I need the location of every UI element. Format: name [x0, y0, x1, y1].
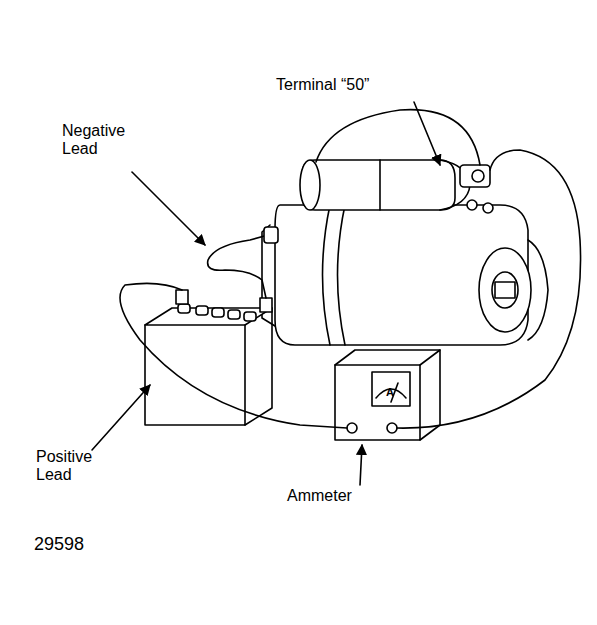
callout-label: Terminal “50” — [276, 76, 446, 94]
leader-arrows — [92, 102, 440, 485]
ammeter-meter-part — [335, 350, 440, 365]
battery-caps-part — [178, 304, 190, 313]
solenoid-part — [472, 170, 484, 182]
battery-part — [260, 298, 272, 312]
battery-caps-part — [228, 310, 240, 319]
starter-motor-part — [528, 240, 548, 340]
battery-caps-part — [196, 306, 208, 315]
battery-caps-part — [212, 308, 224, 317]
starter-motor — [262, 205, 548, 345]
battery-part — [176, 290, 188, 304]
ammeter-leader — [360, 445, 362, 485]
solenoid-part — [302, 160, 455, 210]
solenoid-part — [460, 165, 490, 187]
battery-caps — [178, 304, 256, 321]
battery-part — [245, 308, 272, 425]
callout-label: Ammeter — [287, 487, 397, 505]
battery — [145, 290, 272, 425]
solenoid — [300, 160, 493, 213]
ammeter-meter-part — [347, 423, 357, 433]
ammeter-meter-part — [372, 372, 410, 406]
starter-motor-part — [338, 205, 346, 345]
starter-motor-part — [323, 205, 331, 345]
meter-unit: A — [386, 386, 400, 399]
battery-caps-part — [244, 312, 256, 321]
solenoid-part — [483, 203, 493, 213]
battery-part — [145, 325, 245, 425]
solenoid-part — [379, 160, 381, 210]
solenoid-part — [300, 160, 320, 210]
negative-lead-wire — [208, 235, 268, 298]
positive-leader — [92, 385, 150, 450]
positive-lead-wire — [120, 283, 347, 428]
starter-motor-part — [495, 282, 515, 298]
figure-number: 29598 — [34, 534, 124, 555]
terminal-leader — [414, 102, 440, 165]
starter-motor-part — [479, 248, 531, 332]
negative-leader — [132, 172, 205, 245]
test-leads — [120, 110, 581, 428]
ammeter-meter-part — [387, 423, 397, 433]
callout-label: Positive Lead — [36, 448, 116, 485]
solenoid-part — [467, 200, 477, 210]
callout-label: Negative Lead — [62, 122, 142, 159]
battery-to-solenoid-wire — [316, 110, 480, 165]
test-leads-part — [264, 227, 278, 243]
ammeter-to-terminal-wire — [397, 150, 581, 428]
starter-motor-part — [492, 272, 518, 308]
